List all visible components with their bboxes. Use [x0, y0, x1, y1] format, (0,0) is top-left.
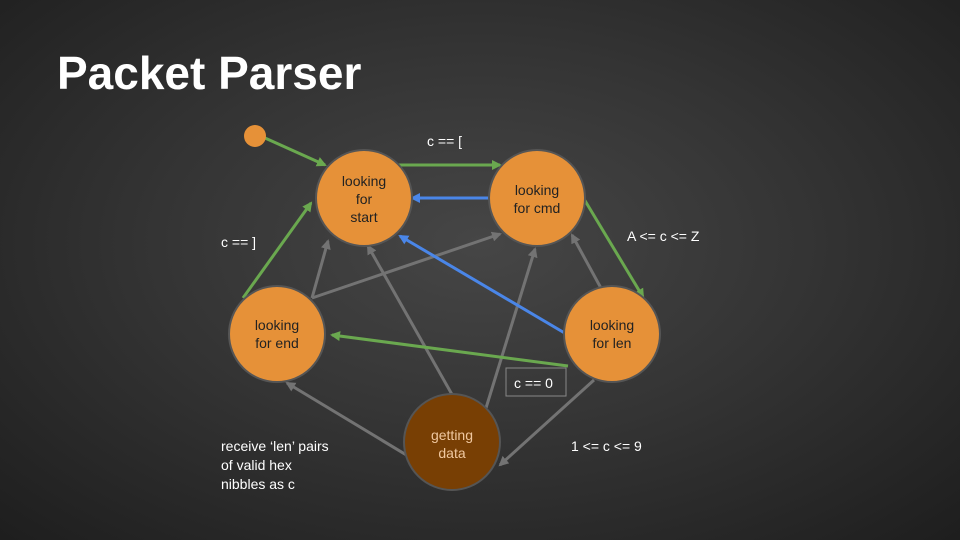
label-len-zero: c == 0 [514, 375, 553, 391]
node-looking-for-cmd-label-2: for cmd [514, 200, 561, 216]
node-looking-for-end: looking for end [228, 285, 326, 383]
node-getting-data-label-2: data [438, 445, 465, 461]
edge-data-to-cmd [484, 247, 538, 409]
node-looking-for-end-label-1: looking [255, 317, 299, 333]
node-looking-for-start: looking for start [315, 149, 413, 247]
node-looking-for-cmd: looking for cmd [488, 149, 586, 247]
node-looking-for-start-label-1: looking [342, 173, 386, 189]
node-looking-for-start-label-2: for [356, 191, 373, 207]
initial-state-dot [244, 125, 266, 147]
label-start-to-cmd: c == [ [427, 133, 462, 149]
node-looking-for-cmd-label-1: looking [515, 182, 559, 198]
label-end-to-start: c == ] [221, 234, 256, 250]
label-data-loop-line-1: receive ‘len’ pairs [221, 438, 329, 454]
node-looking-for-len: looking for len [563, 285, 661, 383]
node-looking-for-len-label-2: for len [593, 335, 632, 351]
label-data-loop-line-3: nibbles as c [221, 476, 295, 492]
node-looking-for-end-label-2: for end [255, 335, 299, 351]
node-getting-data: getting data [403, 393, 501, 491]
edge-initial-to-start [264, 136, 327, 167]
edge-cmd-to-len [582, 198, 645, 299]
label-cmd-to-len: A <= c <= Z [627, 228, 700, 244]
gray-edges [285, 231, 604, 467]
edge-end-to-cmd-gray [311, 231, 502, 300]
edge-len-to-start [398, 234, 569, 337]
edge-len-to-cmd-gray [570, 233, 604, 291]
edge-len-to-data [498, 378, 596, 467]
edge-end-to-start [241, 201, 313, 299]
node-looking-for-start-label-3: start [350, 209, 377, 225]
node-getting-data-label-1: getting [431, 427, 473, 443]
blue-edges [398, 193, 569, 337]
slide-title: Packet Parser [57, 47, 362, 99]
green-edges [241, 136, 645, 368]
label-len-zero-box: c == 0 [505, 367, 567, 397]
label-data-loop-line-2: of valid hex [221, 457, 292, 473]
edge-end-to-start-gray [310, 239, 331, 299]
edge-data-to-end [285, 381, 419, 464]
edge-len-to-end [330, 331, 569, 368]
node-looking-for-len-label-1: looking [590, 317, 634, 333]
label-len-to-data: 1 <= c <= 9 [571, 438, 642, 454]
edge-data-to-start [366, 244, 456, 399]
